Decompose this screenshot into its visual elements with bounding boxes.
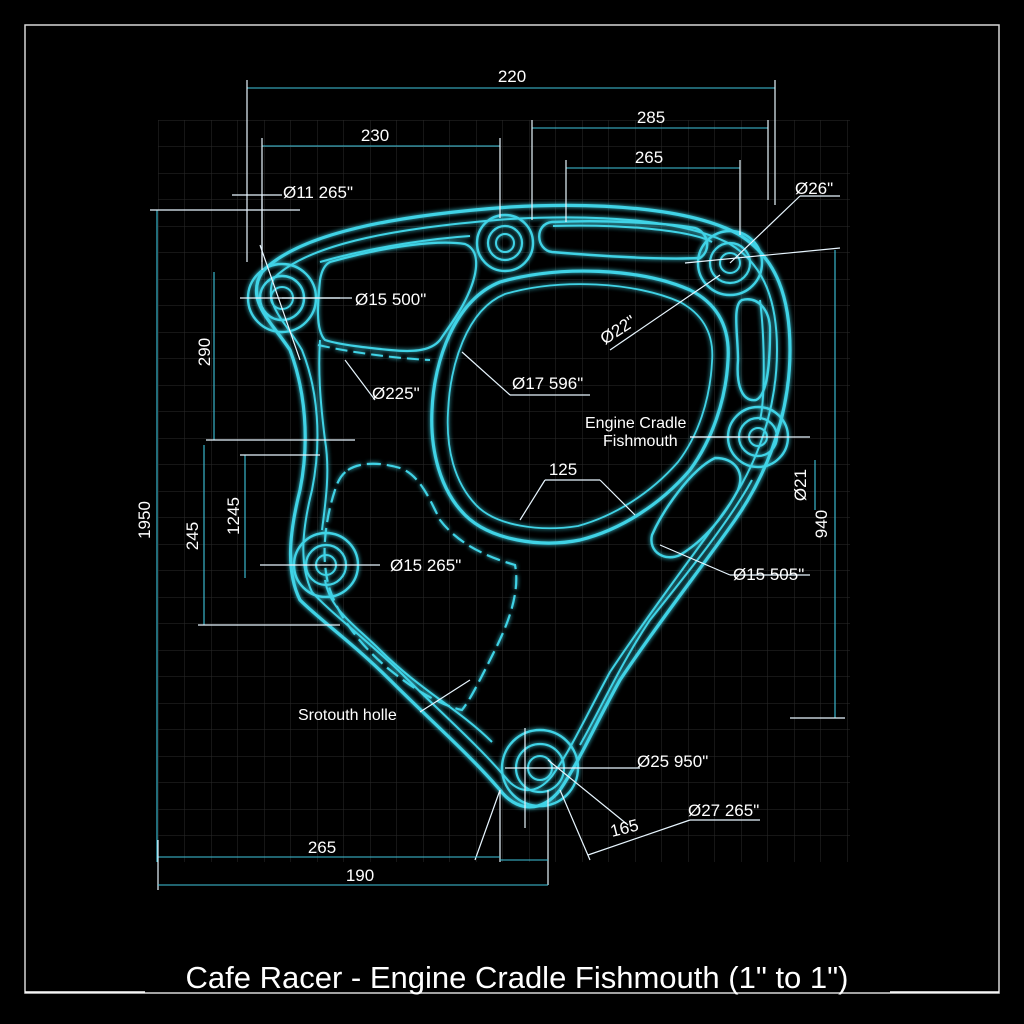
outer-contour [254, 203, 792, 809]
dim-left-1245: 1245 [224, 497, 243, 535]
dim-left-245: 245 [183, 522, 202, 550]
dim-bottom-265: 265 [308, 838, 336, 857]
drawing-frame [24, 24, 1000, 994]
dim-dia-17-596: Ø17 596" [512, 374, 583, 393]
title-block: Cafe Racer - Engine Cradle Fishmouth (1"… [25, 960, 999, 995]
left-lower-window [323, 462, 518, 712]
hole-top-right [696, 229, 764, 297]
dim-dia-15-505: Ø15 505" [733, 565, 804, 584]
drawing-title: Cafe Racer - Engine Cradle Fishmouth (1"… [186, 960, 849, 995]
dim-top-230: 230 [361, 126, 389, 145]
dim-right-940: 940 [812, 510, 831, 538]
fishmouth-opening [430, 269, 730, 545]
upper-slot [538, 220, 709, 260]
note-fishmouth: Fishmouth [603, 433, 678, 450]
dim-dia-25-950: Ø25 950" [637, 752, 708, 771]
note-sprocket-hole: Srotouth holle [298, 707, 397, 724]
dim-dia-15-500: Ø15 500" [355, 290, 426, 309]
dim-dia-27-265: Ø27 265" [688, 801, 759, 820]
dim-left-1950: 1950 [135, 501, 154, 539]
lower-right-slot [650, 456, 742, 559]
hole-top-center [475, 213, 535, 273]
dim-dia-26: Ø26" [795, 179, 833, 198]
dim-mid-125: 125 [549, 460, 577, 479]
upper-left-window [316, 241, 478, 353]
dimension-lines [150, 80, 845, 890]
dim-top-220: 220 [498, 67, 526, 86]
dim-bottom-190: 190 [346, 866, 374, 885]
right-slot [735, 298, 772, 402]
dim-top-265: 265 [635, 148, 663, 167]
dim-dia-21: Ø21 [791, 469, 810, 501]
dim-dia-15-265: Ø15 265" [390, 556, 461, 575]
dim-left-290: 290 [195, 338, 214, 366]
dim-dia-225: Ø225" [372, 384, 420, 403]
inner-contour [318, 224, 765, 746]
note-engine-cradle: Engine Cradle [585, 415, 687, 432]
dimension-labels: 220 285 230 265 Ø11 265" Ø26" Ø15 500" Ø… [135, 67, 833, 885]
dim-top-285: 285 [637, 108, 665, 127]
upper-dashed-web [317, 344, 431, 361]
dim-dia-11-265: Ø11 265" [283, 183, 353, 202]
